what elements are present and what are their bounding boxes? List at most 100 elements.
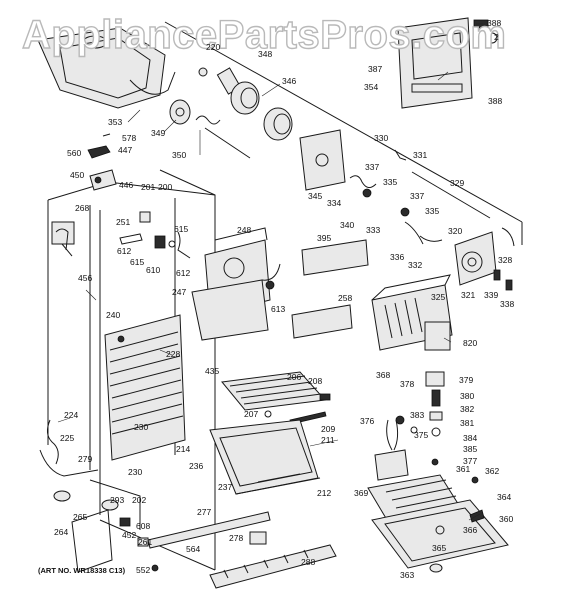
callout-378: 378 bbox=[400, 379, 414, 389]
callout-265: 265 bbox=[73, 512, 87, 522]
ice-maker-linkage bbox=[349, 149, 491, 245]
callout-212: 212 bbox=[317, 488, 331, 498]
callout-333: 333 bbox=[366, 225, 380, 235]
callout-564: 564 bbox=[186, 544, 200, 554]
callout-348: 348 bbox=[258, 49, 272, 59]
leader-lines bbox=[57, 23, 483, 521]
callout-387: 387 bbox=[368, 64, 382, 74]
callout-220: 220 bbox=[206, 42, 220, 52]
lower-left-parts bbox=[39, 419, 141, 573]
callout-612: 612 bbox=[176, 268, 190, 278]
callout-612: 612 bbox=[117, 246, 131, 256]
callout-447: 447 bbox=[118, 145, 132, 155]
callout-337: 337 bbox=[410, 191, 424, 201]
callout-615: 615 bbox=[174, 224, 188, 234]
callout-368: 368 bbox=[376, 370, 390, 380]
callout-201: 201 bbox=[141, 182, 155, 192]
callout-450: 450 bbox=[70, 170, 84, 180]
callout-456: 456 bbox=[78, 273, 92, 283]
callout-383: 383 bbox=[410, 410, 424, 420]
callout-578: 578 bbox=[122, 133, 136, 143]
callout-278: 278 bbox=[229, 533, 243, 543]
callout-820: 820 bbox=[463, 338, 477, 348]
callout-206: 206 bbox=[287, 372, 301, 382]
callout-225: 225 bbox=[60, 433, 74, 443]
cover-panel-345 bbox=[299, 129, 346, 191]
callout-264: 264 bbox=[54, 527, 68, 537]
callout-288: 288 bbox=[301, 557, 315, 567]
left-small-parts bbox=[87, 133, 117, 191]
callout-248: 248 bbox=[237, 225, 251, 235]
callout-240: 240 bbox=[106, 310, 120, 320]
callout-335: 335 bbox=[383, 177, 397, 187]
callout-228: 228 bbox=[166, 349, 180, 359]
callout-214: 214 bbox=[176, 444, 190, 454]
callout-336: 336 bbox=[390, 252, 404, 262]
callout-381: 381 bbox=[460, 418, 474, 428]
callout-375: 375 bbox=[414, 430, 428, 440]
callout-251: 251 bbox=[116, 217, 130, 227]
ice-maker-cover bbox=[291, 239, 369, 339]
callout-230: 230 bbox=[134, 422, 148, 432]
callout-331: 331 bbox=[413, 150, 427, 160]
callout-345: 345 bbox=[308, 191, 322, 201]
callout-388: 388 bbox=[487, 18, 501, 28]
callout-338: 338 bbox=[500, 299, 514, 309]
callout-363: 363 bbox=[400, 570, 414, 580]
callout-388: 388 bbox=[488, 96, 502, 106]
callout-350: 350 bbox=[172, 150, 186, 160]
callout-208: 208 bbox=[308, 376, 322, 386]
callout-339: 339 bbox=[484, 290, 498, 300]
callout-224: 224 bbox=[64, 410, 78, 420]
fan-motor-housing bbox=[191, 227, 281, 341]
water-valve-parts bbox=[386, 371, 445, 451]
callout-320: 320 bbox=[448, 226, 462, 236]
ice-bucket bbox=[37, 27, 176, 109]
callout-334: 334 bbox=[327, 198, 341, 208]
callout-209: 209 bbox=[321, 424, 335, 434]
callout-380: 380 bbox=[460, 391, 474, 401]
callout-2: 2 bbox=[494, 32, 499, 42]
callout-560: 560 bbox=[67, 148, 81, 158]
callout-615: 615 bbox=[130, 257, 144, 267]
auger-motor-parts bbox=[169, 67, 293, 159]
callout-200: 200 bbox=[158, 182, 172, 192]
callout-321: 321 bbox=[461, 290, 475, 300]
light-socket bbox=[51, 221, 75, 257]
callout-384: 384 bbox=[463, 433, 477, 443]
bottom-rails bbox=[119, 511, 337, 589]
freezer-basket bbox=[209, 419, 321, 495]
callout-332: 332 bbox=[408, 260, 422, 270]
callout-labels: 388 2 387 388 354 348 220 346 353 349 35… bbox=[54, 18, 514, 580]
callout-395: 395 bbox=[317, 233, 331, 243]
callout-361: 361 bbox=[456, 464, 470, 474]
callout-382: 382 bbox=[460, 404, 474, 414]
callout-379: 379 bbox=[459, 375, 473, 385]
callout-237: 237 bbox=[218, 482, 232, 492]
ice-maker-motor bbox=[454, 227, 515, 291]
callout-211: 211 bbox=[321, 435, 335, 445]
callout-337: 337 bbox=[365, 162, 379, 172]
callout-369: 369 bbox=[354, 488, 368, 498]
callout-365: 365 bbox=[432, 543, 446, 553]
callout-277: 277 bbox=[197, 507, 211, 517]
callout-261: 261 bbox=[138, 537, 152, 547]
callout-268: 268 bbox=[75, 203, 89, 213]
callout-207: 207 bbox=[244, 409, 258, 419]
callout-330: 330 bbox=[374, 133, 388, 143]
callout-329: 329 bbox=[450, 178, 464, 188]
callout-247: 247 bbox=[172, 287, 186, 297]
callout-230: 230 bbox=[128, 467, 142, 477]
callout-385: 385 bbox=[463, 444, 477, 454]
ice-maker-assembly bbox=[371, 274, 453, 351]
callout-366: 366 bbox=[463, 525, 477, 535]
callout-353: 353 bbox=[108, 117, 122, 127]
callout-552: 552 bbox=[136, 565, 150, 575]
callout-293: 293 bbox=[110, 495, 124, 505]
callout-346: 346 bbox=[282, 76, 296, 86]
callout-376: 376 bbox=[360, 416, 374, 426]
callout-435: 435 bbox=[205, 366, 219, 376]
callout-340: 340 bbox=[340, 220, 354, 230]
callout-354: 354 bbox=[364, 82, 378, 92]
callout-279: 279 bbox=[78, 454, 92, 464]
